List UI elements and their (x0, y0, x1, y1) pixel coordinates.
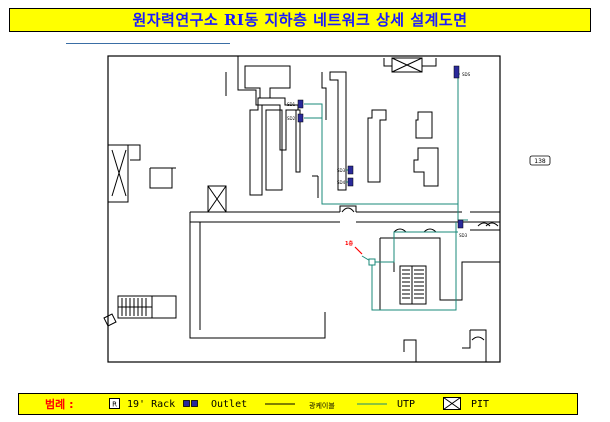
room-tag (529, 155, 551, 166)
marker-label: 1층 (345, 240, 353, 247)
legend-pit-label: PIT (471, 399, 490, 410)
interior-wall (403, 329, 487, 362)
interior-wall (189, 212, 326, 339)
rack-sds (453, 65, 460, 79)
stair (117, 295, 153, 319)
interior-wall (265, 109, 283, 191)
legend-rack-label: 19' Rack (127, 399, 176, 410)
interior-wall (462, 221, 500, 231)
door-arc (477, 222, 499, 227)
interior-wall (128, 144, 176, 189)
svg-text:R: R (112, 401, 117, 409)
interior-wall (329, 71, 347, 191)
pit-legend-icon (443, 397, 461, 410)
outlet-legend-icon (183, 400, 198, 407)
utp-line (372, 231, 458, 263)
rack-sd4 (347, 177, 354, 187)
rack-sd3 (347, 165, 354, 175)
title-underline (66, 43, 230, 44)
outlet-symbol (368, 258, 376, 266)
interior-wall (379, 258, 500, 310)
interior-wall (383, 58, 437, 67)
label-sd3: SD3 (337, 168, 346, 173)
legend-bar: 범례 : R 19' Rack Outlet 광케이블 UTP PIT (18, 393, 578, 415)
interior-wall (415, 111, 433, 139)
interior-wall (379, 237, 441, 272)
legend-title: 범례 : (45, 398, 74, 411)
cable-legend-line (265, 403, 295, 405)
interior-wall (249, 97, 299, 196)
legend-cable-label: 광케이블 (309, 402, 335, 410)
interior-wall (312, 175, 319, 198)
utp-line (304, 103, 323, 119)
label-sd-right: SD3 (459, 233, 468, 238)
column-symbol (103, 313, 117, 327)
door-arc (393, 228, 437, 233)
interior-wall (152, 295, 177, 319)
stair (399, 265, 413, 305)
door-arc (471, 336, 485, 341)
label-sd4: SD4 (337, 180, 346, 185)
pit-symbol (108, 144, 129, 203)
drawing-title: 원자력연구소 RI동 지하층 네트워크 상세 설계도면 (132, 11, 468, 29)
label-sds: SDS (462, 72, 471, 77)
pit-symbol (391, 57, 423, 73)
label-sd2: SD2 (287, 116, 296, 121)
door-arc (341, 207, 355, 213)
rack-sd-right (457, 219, 464, 229)
pit-symbol (207, 185, 227, 213)
interior-wall (367, 109, 387, 183)
rack-legend-icon: R (109, 398, 120, 409)
interior-wall (225, 56, 327, 120)
room-tag-text: 138 (534, 158, 546, 165)
rack-sd1 (297, 99, 304, 109)
interior-wall (244, 65, 291, 99)
legend-utp-label: UTP (397, 399, 416, 410)
title-bar: 원자력연구소 RI동 지하층 네트워크 상세 설계도면 (9, 8, 591, 32)
label-sd1: SD1 (287, 102, 296, 107)
interior-wall (295, 109, 301, 173)
legend-outlet-label: Outlet (211, 399, 248, 410)
outer-wall (107, 55, 501, 363)
utp-line (457, 73, 460, 204)
door-arc (339, 205, 357, 212)
stair (411, 265, 427, 305)
interior-wall (413, 147, 439, 187)
utp-legend-line (357, 403, 387, 405)
marker-arrow (354, 246, 363, 255)
rack-sd2 (297, 113, 304, 123)
